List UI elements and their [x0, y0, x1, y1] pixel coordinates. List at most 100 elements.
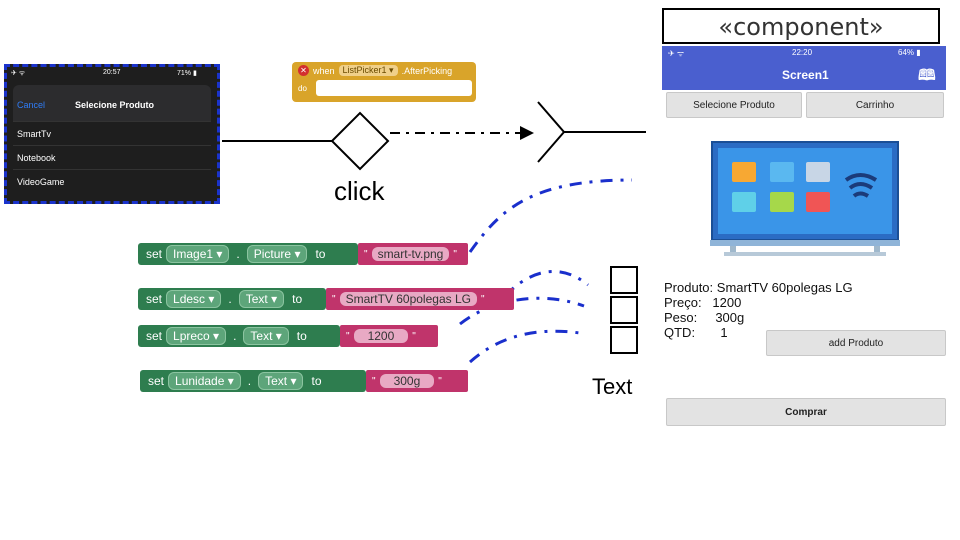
status-bar: ✈ ᯤ 20:57 71% ▮ [7, 67, 217, 81]
picker-header: Cancel Selecione Produto [13, 85, 211, 121]
quote-right: " [453, 248, 457, 260]
list-picker-phone: ✈ ᯤ 20:57 71% ▮ Cancel Selecione Produto… [4, 64, 220, 204]
to-keyword: to [292, 292, 303, 306]
event-name: .AfterPicking [401, 65, 453, 76]
blue-curve-image [468, 178, 633, 253]
do-label: do [298, 84, 307, 93]
dot: . [247, 374, 252, 388]
after-picking-event-block[interactable]: ✕ when ListPicker1 ▾ .AfterPicking do [292, 62, 476, 102]
quote-left: " [364, 248, 368, 260]
to-keyword: to [296, 329, 307, 343]
text-box-2 [610, 296, 638, 324]
text-block[interactable]: " SmartTV 60polegas LG " [326, 288, 514, 310]
quote-right: " [412, 330, 416, 342]
add-product-button[interactable]: add Produto [766, 330, 946, 356]
component-label: «component» [718, 13, 884, 41]
property-dropdown[interactable]: Picture ▾ [246, 245, 308, 263]
list-item[interactable]: Notebook [13, 145, 211, 169]
airplane-wifi-icon: ✈ ᯤ [668, 49, 685, 58]
app-bar: Screen1 🕮 [662, 60, 946, 90]
blue-curve-desc [503, 270, 589, 298]
weight-row: Peso: 300g [664, 310, 745, 325]
component-dropdown[interactable]: Lpreco ▾ [166, 327, 227, 345]
product-value: SmartTV 60polegas LG [716, 280, 853, 295]
do-slot [316, 80, 472, 96]
component-dropdown[interactable]: Ldesc ▾ [166, 290, 222, 308]
text-value[interactable]: SmartTV 60polegas LG [339, 292, 477, 306]
set-block-ldesc[interactable]: set Ldesc ▾ . Text ▾ to " SmartTV 60pole… [138, 288, 514, 310]
click-label: click [334, 176, 385, 206]
set-keyword: set [146, 247, 163, 261]
app-screen-phone: ✈ ᯤ 22:20 64% ▮ Screen1 🕮 Selecione Prod… [662, 46, 946, 430]
book-icon[interactable]: 🕮 [918, 67, 936, 84]
quote-left: " [372, 375, 376, 387]
set-keyword: set [146, 329, 163, 343]
select-product-button[interactable]: Selecione Produto [666, 92, 802, 118]
text-block[interactable]: " 1200 " [340, 325, 438, 347]
to-keyword: to [311, 374, 322, 388]
blue-curve-preco [459, 296, 585, 326]
price-row: Preço: 1200 [664, 295, 742, 310]
list-item[interactable]: VideoGame [13, 169, 211, 193]
buy-button[interactable]: Comprar [666, 398, 946, 426]
text-value[interactable]: 300g [379, 374, 435, 388]
text-box-3 [610, 326, 638, 354]
text-label: Text [592, 374, 633, 399]
status-battery: 64% ▮ [898, 48, 921, 57]
qty-row: QTD: 1 [664, 325, 728, 340]
smart-tv-image [710, 141, 900, 256]
set-block-body: set Ldesc ▾ . Text ▾ to [138, 288, 326, 310]
screen-title: Screen1 [782, 68, 829, 82]
blue-curve-unidade [468, 329, 587, 364]
status-time: 22:20 [792, 48, 813, 57]
list-item[interactable]: SmartTv [13, 121, 211, 145]
to-keyword: to [315, 247, 326, 261]
quote-right: " [480, 293, 485, 305]
weight-value: 300g [715, 310, 745, 325]
cancel-button[interactable]: Cancel [17, 100, 46, 110]
product-info: Produto: SmartTV 60polegas LG Preço: 120… [664, 280, 853, 340]
picker-dropdown[interactable]: ListPicker1 ▾ [338, 65, 398, 76]
product-row: Produto: SmartTV 60polegas LG [664, 280, 853, 295]
status-time: 20:57 [103, 69, 121, 76]
property-dropdown[interactable]: Text ▾ [258, 372, 304, 390]
price-value: 1200 [712, 295, 742, 310]
set-keyword: set [148, 374, 165, 388]
property-dropdown[interactable]: Text ▾ [238, 290, 285, 308]
set-block-body: set Lpreco ▾ . Text ▾ to [138, 325, 340, 347]
when-label: when [313, 65, 335, 76]
airplane-wifi-icon: ✈ ᯤ [11, 70, 26, 77]
set-block-lunidade[interactable]: set Lunidade ▾ . Text ▾ to " 300g " [140, 370, 468, 392]
set-keyword: set [146, 292, 163, 306]
diamond-shape [330, 111, 390, 171]
quote-left: " [346, 330, 350, 342]
component-dropdown[interactable]: Image1 ▾ [166, 245, 230, 263]
dot: . [228, 292, 232, 306]
status-battery: 71% ▮ [177, 70, 197, 77]
text-block[interactable]: " smart-tv.png " [358, 243, 468, 265]
set-block-image[interactable]: set Image1 ▾ . Picture ▾ to " smart-tv.p… [138, 243, 468, 265]
socket-shape [537, 101, 566, 163]
arrow-head [520, 126, 534, 140]
event-header: ✕ when ListPicker1 ▾ .AfterPicking [298, 65, 452, 76]
set-block-body: set Lunidade ▾ . Text ▾ to [140, 370, 366, 392]
quote-left: " [332, 293, 336, 305]
property-dropdown[interactable]: Text ▾ [243, 327, 289, 345]
cart-button[interactable]: Carrinho [806, 92, 944, 118]
picker-title: Selecione Produto [75, 100, 155, 110]
text-box-1 [610, 266, 638, 294]
set-block-lpreco[interactable]: set Lpreco ▾ . Text ▾ to " 1200 " [138, 325, 438, 347]
dot: . [233, 329, 237, 343]
component-label-box: «component» [662, 8, 940, 44]
set-block-body: set Image1 ▾ . Picture ▾ to [138, 243, 358, 265]
quote-right: " [438, 375, 442, 387]
status-bar: ✈ ᯤ 22:20 64% ▮ [662, 46, 946, 60]
qty-value[interactable]: 1 [720, 325, 728, 340]
error-icon: ✕ [298, 65, 309, 76]
text-value[interactable]: 1200 [353, 329, 409, 343]
dot: . [236, 247, 240, 261]
text-block[interactable]: " 300g " [366, 370, 468, 392]
text-value[interactable]: smart-tv.png [371, 247, 450, 261]
component-dropdown[interactable]: Lunidade ▾ [168, 372, 241, 390]
